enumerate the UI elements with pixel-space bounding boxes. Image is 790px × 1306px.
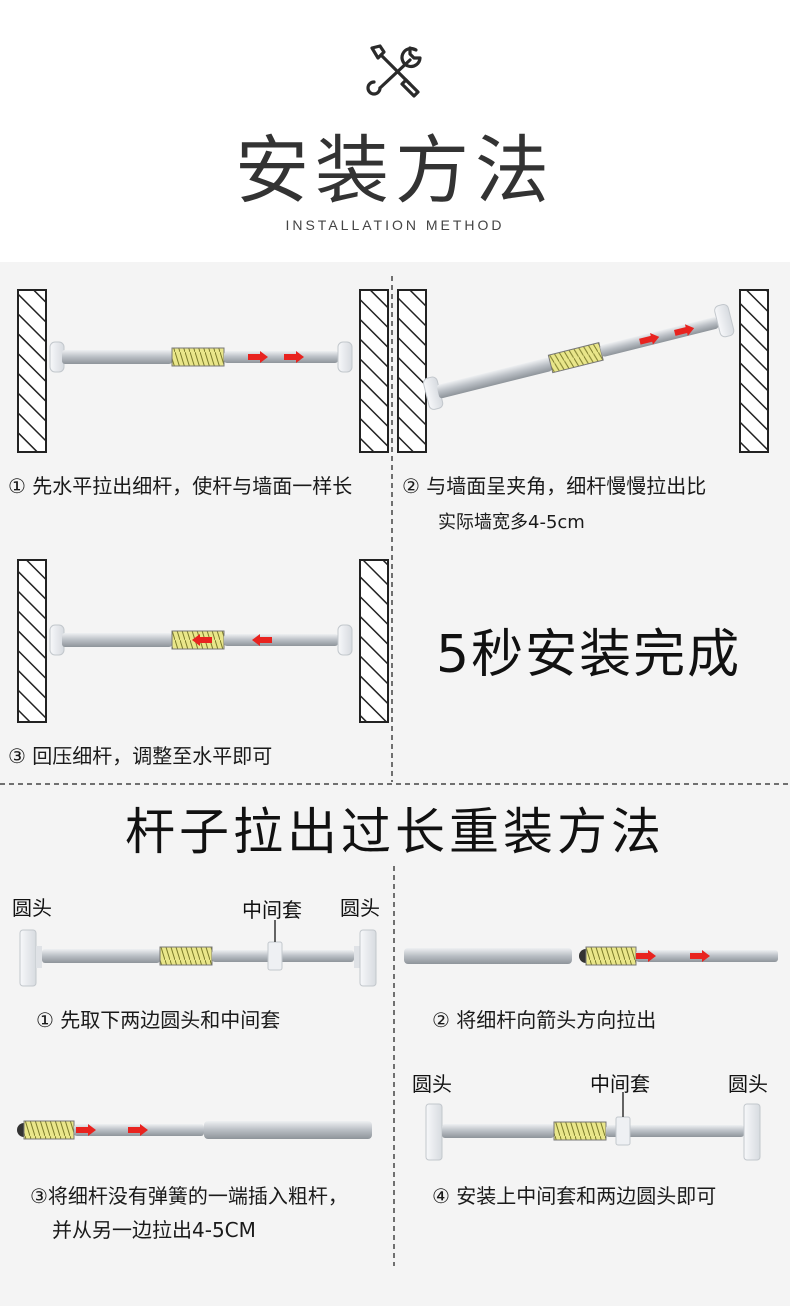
install-step1-caption: ① 先水平拉出细杆，使杆与墙面一样长	[8, 474, 353, 498]
reinstall-step3-caption-line2: 并从另一边拉出4-5CM	[52, 1218, 256, 1242]
label-end-cap-right: 圆头	[340, 896, 380, 920]
reinstall-step4-caption: ④ 安装上中间套和两边圆头即可	[432, 1184, 717, 1208]
install-done-text: 5秒安装完成	[436, 625, 742, 685]
install-step2-caption-line1: ② 与墙面呈夹角，细杆慢慢拉出比	[402, 474, 707, 498]
install-step2-caption-line2: 实际墙宽多4-5cm	[438, 512, 585, 533]
page-title: 安装方法	[235, 128, 555, 214]
reinstall-step4-illustration	[425, 1092, 761, 1161]
step2-illustration	[397, 289, 769, 453]
step3-illustration	[17, 559, 389, 723]
label-end-cap-right-4: 圆头	[728, 1072, 768, 1096]
label-end-cap-left: 圆头	[12, 896, 52, 920]
label-middle-sleeve: 中间套	[242, 898, 302, 922]
reinstall-step3-illustration	[17, 1120, 372, 1140]
reinstall-step1-illustration	[19, 920, 377, 987]
reinstall-step2-illustration	[404, 946, 778, 966]
header: 安装方法 INSTALLATION METHOD	[0, 0, 790, 262]
reinstall-step1-caption: ① 先取下两边圆头和中间套	[36, 1008, 281, 1032]
tools-icon	[366, 44, 422, 98]
reinstall-step3-caption-line1: ③将细杆没有弹簧的一端插入粗杆，	[30, 1184, 348, 1208]
page-subtitle: INSTALLATION METHOD	[285, 217, 505, 233]
label-middle-sleeve-4: 中间套	[590, 1072, 650, 1096]
reinstall-step2-caption: ② 将细杆向箭头方向拉出	[432, 1008, 657, 1032]
label-end-cap-left-4: 圆头	[412, 1072, 452, 1096]
install-step3-caption: ③ 回压细杆，调整至水平即可	[8, 744, 273, 768]
step1-illustration	[17, 289, 389, 453]
reinstall-title: 杆子拉出过长重装方法	[125, 803, 665, 861]
